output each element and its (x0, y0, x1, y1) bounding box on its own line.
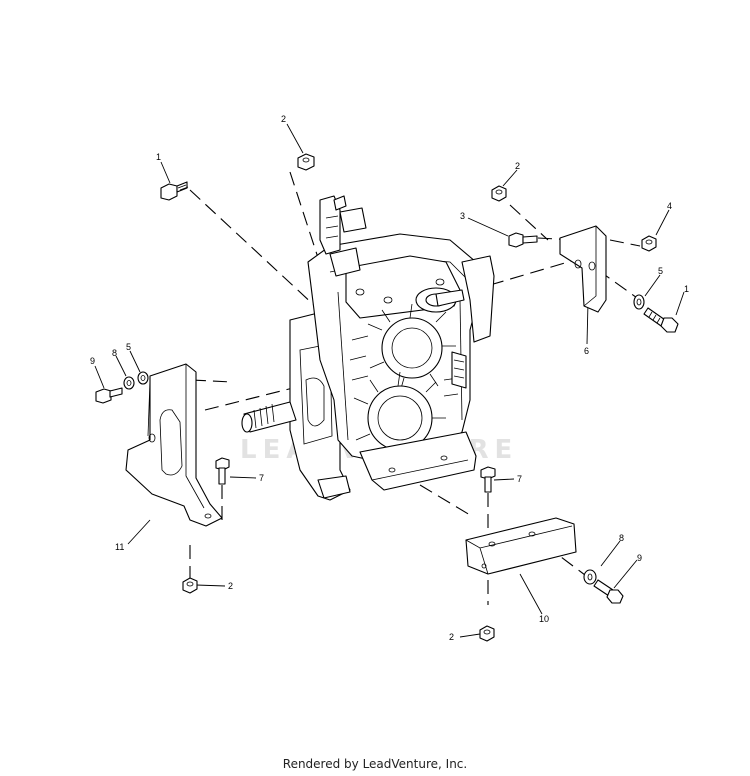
callout-2: 2 (515, 161, 520, 171)
bolt-7-right (480, 466, 496, 493)
callout-6: 6 (584, 346, 589, 356)
washer-8-right (583, 569, 597, 585)
bolt-3 (508, 232, 538, 248)
bolt-1-top (160, 181, 189, 201)
leader-lines (94, 123, 685, 638)
callout-8: 8 (619, 533, 624, 543)
callout-3: 3 (460, 211, 465, 221)
washer-5-right (633, 294, 645, 310)
assembly-lines (149, 171, 641, 605)
nut-2-bottom (479, 625, 495, 642)
washer-8-left (123, 376, 135, 390)
bolt-9-left (95, 387, 123, 404)
callout-11: 11 (115, 542, 124, 552)
callout-5: 5 (126, 342, 131, 352)
nut-2-right (491, 185, 507, 202)
callout-7: 7 (259, 473, 264, 483)
bracket-11 (125, 363, 223, 527)
nut-4 (641, 235, 657, 252)
bolt-7-left (215, 457, 230, 485)
callout-4: 4 (667, 201, 672, 211)
callout-9: 9 (637, 553, 642, 563)
callout-labels: 1 2 2 3 4 5 1 6 9 8 5 7 7 11 2 8 9 10 2 (90, 114, 689, 642)
callout-7: 7 (517, 474, 522, 484)
bolt-9-right (593, 579, 624, 604)
bracket-10 (465, 517, 577, 575)
nut-2-top (297, 153, 315, 171)
callout-1: 1 (684, 284, 689, 294)
footer-credit: Rendered by LeadVenture, Inc. (282, 757, 468, 771)
bracket-6 (559, 225, 607, 313)
callout-2: 2 (281, 114, 286, 124)
callout-1: 1 (156, 152, 161, 162)
transmission (241, 195, 495, 501)
nut-2-left-bottom (182, 577, 198, 594)
washer-5-left (137, 371, 149, 385)
callout-2: 2 (449, 632, 454, 642)
callout-10: 10 (539, 614, 549, 624)
callout-5: 5 (658, 266, 663, 276)
bolt-1-right (643, 307, 679, 333)
callout-9: 9 (90, 356, 95, 366)
callout-8: 8 (112, 348, 117, 358)
callout-2: 2 (228, 581, 233, 591)
